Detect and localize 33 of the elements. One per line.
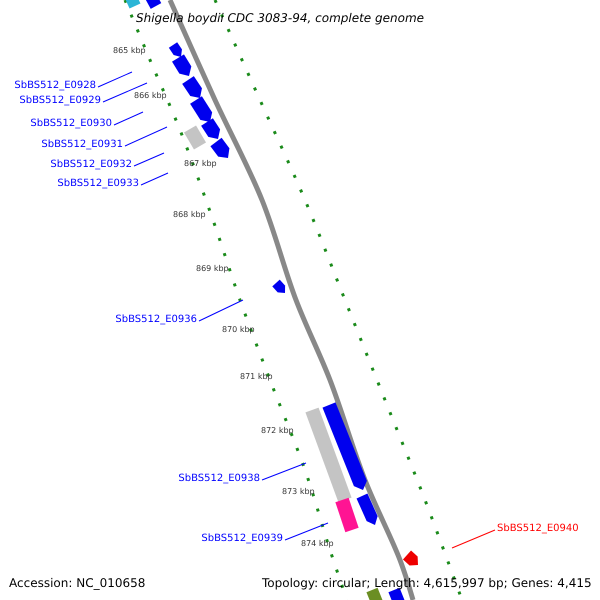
scale-label: 865 kbp — [113, 47, 146, 55]
scale-label: 867 kbp — [184, 160, 217, 168]
leader-line — [140, 172, 168, 186]
gene-label: SbBS512_E0932 — [50, 160, 132, 170]
gene-label: SbBS512_E0936 — [115, 315, 197, 325]
scale-label: 869 kbp — [196, 265, 229, 273]
scale-label: 870 kbp — [222, 326, 255, 334]
gene-label: SbBS512_E0928 — [14, 81, 96, 91]
scale-label: 868 kbp — [173, 211, 206, 219]
leader-line — [452, 530, 496, 548]
scale-label: 866 kbp — [134, 92, 167, 100]
gene-label: SbBS512_E0930 — [30, 119, 112, 129]
leader-line — [102, 82, 148, 102]
leader-line — [198, 300, 244, 322]
gene-label: SbBS512_E0939 — [201, 534, 283, 544]
scale-label: 871 kbp — [240, 373, 273, 381]
scale-label: 873 kbp — [282, 488, 315, 496]
gene-label: SbBS512_E0940 — [497, 524, 579, 534]
scale-label: 872 kbp — [261, 427, 294, 435]
leader-line — [262, 462, 306, 480]
leader-line — [114, 112, 144, 126]
title: Shigella boydii CDC 3083-94, complete genome — [136, 12, 424, 24]
leader-line — [124, 126, 168, 146]
leader-line — [284, 522, 328, 540]
gene-label: SbBS512_E0938 — [178, 474, 260, 484]
scale-label: 874 kbp — [301, 540, 334, 548]
footer-text: Topology: circular; Length: 4,615,997 bp; Genes: 4,415 — [262, 577, 592, 589]
leader-line — [98, 72, 132, 88]
gene-label: SbBS512_E0931 — [41, 140, 123, 150]
gene-label: SbBS512_E0929 — [19, 96, 101, 106]
leader-line — [134, 152, 164, 166]
gene-label: SbBS512_E0933 — [57, 179, 139, 189]
footer-text: Accession: NC_010658 — [9, 577, 146, 589]
